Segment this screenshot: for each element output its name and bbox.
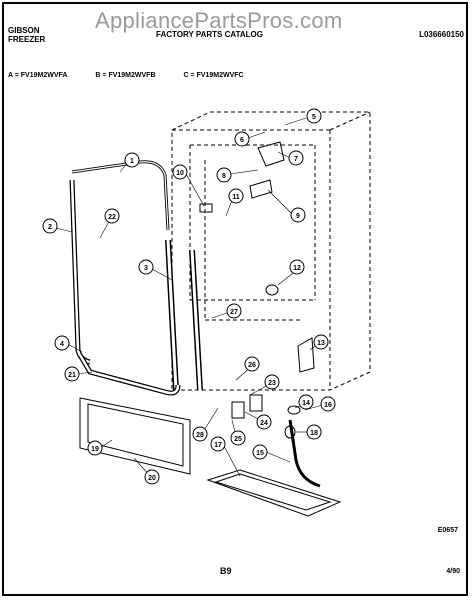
callout-22: 22 [104, 208, 120, 224]
svg-text:13: 13 [317, 340, 325, 347]
callout-9: 9 [290, 207, 306, 223]
callout-7: 7 [288, 150, 304, 166]
svg-text:8: 8 [222, 173, 226, 180]
callout-18: 18 [306, 424, 322, 440]
fitting-18 [284, 425, 296, 439]
svg-text:7: 7 [294, 156, 298, 163]
callout-11: 11 [228, 188, 244, 204]
callout-8: 8 [216, 167, 232, 183]
drawing-number: E0657 [437, 527, 458, 534]
callout-5: 5 [306, 108, 322, 124]
revision-date: 4/90 [446, 568, 460, 575]
svg-text:20: 20 [148, 475, 156, 482]
page-number: B9 [220, 566, 232, 576]
callout-28: 28 [192, 426, 208, 442]
bracket-24 [249, 394, 263, 412]
callout-27: 27 [226, 303, 242, 319]
svg-text:25: 25 [234, 436, 242, 443]
callout-6: 6 [234, 131, 250, 147]
svg-text:27: 27 [230, 309, 238, 316]
drain-tube [288, 419, 321, 488]
svg-text:26: 26 [248, 362, 256, 369]
callout-2: 2 [42, 218, 58, 234]
catalog-title: FACTORY PARTS CATALOG [156, 30, 263, 39]
callout-20: 20 [144, 469, 160, 485]
spacer-10 [199, 203, 213, 213]
callout-21: 21 [64, 366, 80, 382]
svg-text:18: 18 [310, 430, 318, 437]
catalog-number: L036660150 [419, 30, 464, 39]
svg-text:22: 22 [108, 214, 116, 221]
svg-text:1: 1 [130, 158, 134, 165]
watermark: AppliancePartsPros.com [95, 8, 343, 33]
callout-16: 16 [320, 396, 336, 412]
svg-text:14: 14 [302, 400, 310, 407]
svg-text:15: 15 [256, 450, 264, 457]
svg-text:28: 28 [196, 432, 204, 439]
grommet [287, 405, 301, 415]
callout-24: 24 [256, 414, 272, 430]
brand-block: GIBSON FREEZER [8, 26, 45, 44]
cabinet-outline [171, 111, 371, 391]
callout-25: 25 [230, 430, 246, 446]
brand-name: GIBSON [8, 26, 40, 35]
leader-lines [55, 117, 327, 477]
product-type: FREEZER [8, 35, 46, 44]
callout-3: 3 [138, 259, 154, 275]
upper-hinge [257, 141, 285, 167]
svg-text:4: 4 [60, 341, 64, 348]
svg-text:23: 23 [268, 380, 276, 387]
svg-text:21: 21 [68, 372, 76, 379]
callout-14: 14 [298, 394, 314, 410]
svg-text:10: 10 [176, 170, 184, 177]
callout-26: 26 [244, 356, 260, 372]
svg-text:5: 5 [312, 114, 316, 121]
callout-17: 17 [210, 436, 226, 452]
kickplate-grille [79, 397, 191, 475]
svg-text:16: 16 [324, 402, 332, 409]
svg-text:19: 19 [91, 446, 99, 453]
svg-text:6: 6 [240, 137, 244, 144]
lower-hinge [297, 337, 315, 373]
callout-12: 12 [289, 259, 305, 275]
svg-text:2: 2 [48, 224, 52, 231]
svg-text:9: 9 [296, 213, 300, 220]
catalog-page [2, 2, 468, 596]
svg-text:12: 12 [293, 265, 301, 272]
callout-4: 4 [54, 335, 70, 351]
callout-15: 15 [252, 444, 268, 460]
model-list: A = FV19M2WVFA B = FV19M2WVFB C = FV19M2… [8, 72, 428, 79]
callout-19: 19 [87, 440, 103, 456]
svg-text:3: 3 [144, 265, 148, 272]
model-a: A = FV19M2WVFA [8, 72, 68, 79]
bracket-23 [231, 401, 245, 419]
model-b: B = FV19M2WVFB [95, 72, 156, 79]
callout-1: 1 [124, 152, 140, 168]
svg-text:17: 17 [214, 442, 222, 449]
callout-10: 10 [172, 164, 188, 180]
callout-23: 23 [264, 374, 280, 390]
callout-13: 13 [313, 334, 329, 350]
svg-text:24: 24 [260, 420, 268, 427]
svg-text:11: 11 [232, 194, 240, 201]
drain-pan [206, 469, 342, 517]
hinge-bracket [249, 179, 273, 199]
model-c: C = FV19M2WVFC [183, 72, 244, 79]
door-stop [265, 284, 279, 296]
